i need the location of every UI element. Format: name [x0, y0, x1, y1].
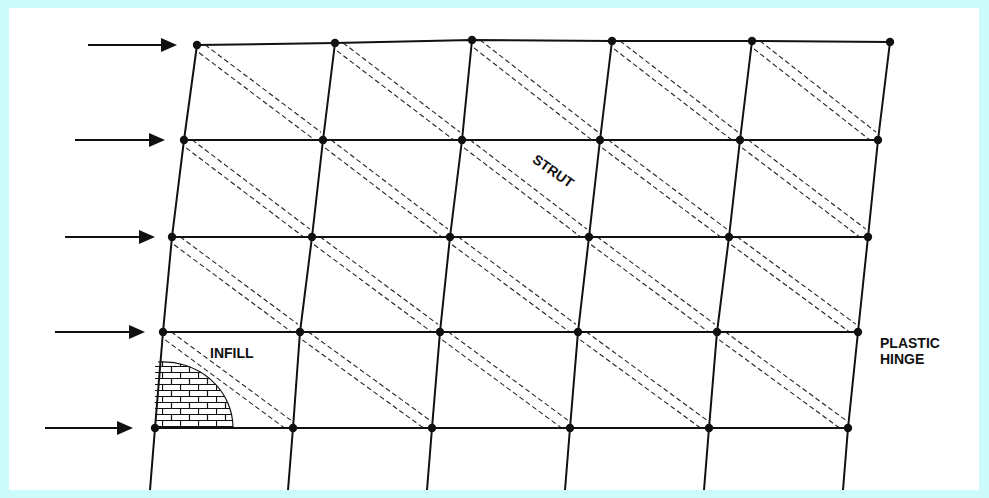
hinge-dot: [458, 136, 466, 144]
hinge-dot: [596, 136, 604, 144]
strut-line: [602, 148, 721, 237]
strut-line: [343, 43, 460, 132]
hinge-dot: [436, 328, 444, 336]
column-line: [704, 41, 752, 490]
hinge-dot: [319, 136, 327, 144]
load-arrow: [45, 421, 133, 435]
strut-line: [754, 49, 870, 140]
strut-line: [719, 340, 840, 428]
hinge-dot: [428, 424, 436, 432]
hinge-dot: [331, 39, 339, 47]
column-line: [565, 41, 612, 490]
hinge-label: PLASTIC HINGE: [880, 335, 960, 367]
hinge-dot: [566, 424, 574, 432]
strut-line: [474, 48, 592, 140]
strut-line: [180, 237, 298, 324]
hinge-dot: [289, 424, 297, 432]
strut-line: [725, 332, 846, 420]
strut-line: [205, 45, 321, 132]
hinge-dot: [296, 328, 304, 336]
strut-line: [760, 41, 876, 132]
load-arrow: [88, 38, 177, 52]
strut-line: [337, 51, 454, 140]
strut-line: [737, 237, 856, 324]
hinge-dot: [159, 328, 167, 336]
hinge-dot: [308, 233, 316, 241]
strut-line: [580, 340, 701, 428]
hinge-dot: [864, 233, 872, 241]
strut-line: [742, 148, 860, 237]
hinge-dot: [874, 136, 882, 144]
infill-edge: [158, 362, 233, 428]
hinge-dot: [844, 424, 852, 432]
beam-line: [163, 331, 858, 333]
strut-line: [308, 332, 429, 420]
hinge-dot: [748, 37, 756, 45]
strut-line: [325, 148, 442, 237]
masonry-infill: [150, 355, 240, 430]
column-line: [288, 43, 335, 490]
hinge-dot: [168, 233, 176, 241]
strut-line: [748, 140, 866, 229]
hinge-dot: [608, 37, 616, 45]
strut-line: [591, 245, 709, 332]
infill-label: INFILL: [210, 345, 254, 361]
strut-line: [608, 140, 727, 229]
strut-line: [480, 40, 598, 132]
strut-line: [199, 53, 315, 140]
beam-line: [172, 236, 868, 238]
strut-line: [586, 332, 707, 420]
strut-line: [448, 332, 568, 420]
strut-line: [452, 245, 570, 332]
load-arrow: [65, 230, 155, 244]
strut-line: [192, 140, 310, 229]
hinge-dot: [446, 233, 454, 241]
strut-line: [320, 237, 438, 324]
hinge-dot: [574, 328, 582, 336]
hinge-dot: [180, 136, 188, 144]
hinge-dot: [151, 424, 159, 432]
strut-line: [174, 245, 292, 332]
strut-line: [442, 340, 562, 428]
strut-line: [331, 140, 448, 229]
hinge-dot: [193, 41, 201, 49]
strut-group: [165, 40, 876, 428]
hinge-dot: [468, 36, 476, 44]
strut-line: [597, 237, 715, 324]
hinge-dot: [585, 233, 593, 241]
hinge-dot: [713, 328, 721, 336]
strut-line: [165, 340, 285, 428]
beam-line: [155, 427, 848, 429]
strut-line: [731, 245, 850, 332]
strut-line: [614, 49, 732, 140]
column-line: [427, 40, 472, 490]
beam-line: [184, 139, 878, 141]
strut-line: [302, 340, 423, 428]
hinge-dot: [736, 136, 744, 144]
hinge-dot: [725, 233, 733, 241]
picture-ground: [9, 8, 979, 490]
hinge-dot: [886, 38, 894, 46]
strut-line: [186, 148, 304, 237]
column-line: [150, 45, 197, 490]
strut-line: [458, 237, 576, 324]
strut-label: STRUT: [528, 150, 579, 192]
load-arrow: [55, 325, 145, 339]
column-line: [843, 42, 890, 490]
hinge-dot: [854, 328, 862, 336]
frame-members: [150, 40, 890, 490]
strut-line: [470, 140, 587, 229]
strut-line: [464, 148, 581, 237]
strut-line: [314, 245, 432, 332]
strut-line: [620, 41, 738, 132]
beam-line: [197, 40, 890, 45]
hinge-dot: [705, 424, 713, 432]
strut-line: [171, 332, 291, 420]
load-arrow: [75, 133, 165, 147]
